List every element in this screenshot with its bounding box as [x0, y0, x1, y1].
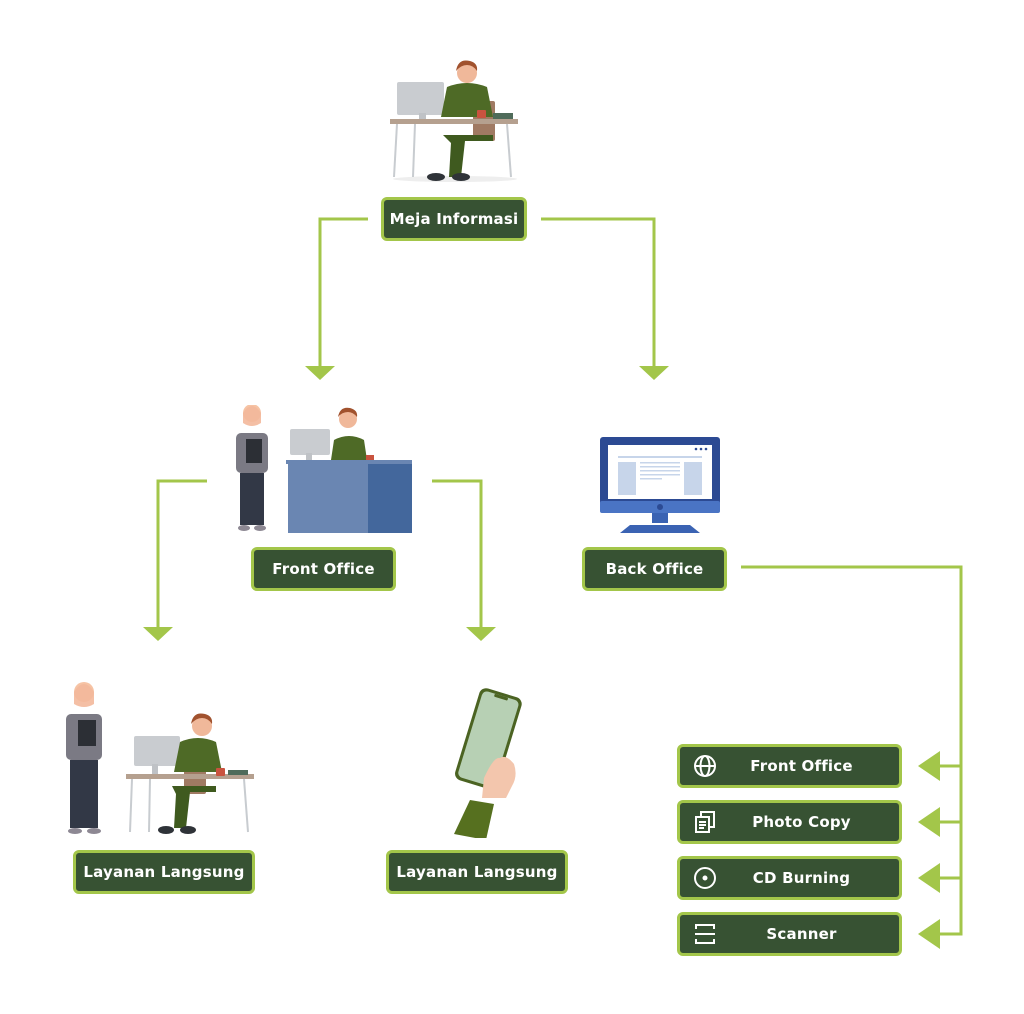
globe-icon: [692, 753, 718, 779]
node-label: Layanan Langsung: [396, 863, 558, 881]
disc-icon: [692, 865, 718, 891]
connector-front-office-direct: [156, 479, 207, 628]
arrow-left-icon: [918, 863, 940, 893]
arrow-left-icon: [918, 751, 940, 781]
connector-front-office-mobile: [432, 479, 483, 628]
layanan-langsung-direct-node[interactable]: Layanan Langsung: [73, 850, 255, 894]
node-label: Back Office: [605, 560, 704, 578]
arrow-down-icon: [466, 627, 496, 641]
layanan-langsung-mobile-node[interactable]: Layanan Langsung: [386, 850, 568, 894]
service-label: Front Office: [750, 757, 853, 775]
arrow-left-icon: [918, 807, 940, 837]
back-office-node[interactable]: Back Office: [582, 547, 727, 591]
direct-service-illustration: [66, 682, 254, 834]
connector-root-front-office: [318, 217, 368, 366]
service-label: Scanner: [766, 925, 837, 943]
service-front-office[interactable]: Front Office: [677, 744, 902, 788]
scanner-icon: [692, 921, 718, 947]
service-label: Photo Copy: [752, 813, 851, 831]
node-label: Meja Informasi: [389, 210, 519, 228]
connector-root-back-office: [541, 217, 656, 366]
service-photo-copy[interactable]: Photo Copy: [677, 800, 902, 844]
arrow-down-icon: [143, 627, 173, 641]
arrow-down-icon: [305, 366, 335, 380]
arrow-left-icon: [918, 919, 940, 949]
service-cd-burning[interactable]: CD Burning: [677, 856, 902, 900]
front-office-node[interactable]: Front Office: [251, 547, 396, 591]
node-label: Layanan Langsung: [83, 863, 245, 881]
smartphone-hand-illustration: [454, 688, 522, 838]
arrow-down-icon: [639, 366, 669, 380]
front-desk-illustration: [236, 405, 412, 533]
meja-informasi-node[interactable]: Meja Informasi: [381, 197, 527, 241]
service-label: CD Burning: [752, 869, 851, 887]
connector-back-office-services: [741, 565, 963, 936]
service-scanner[interactable]: Scanner: [677, 912, 902, 956]
monitor-illustration: [600, 437, 720, 533]
node-label: Front Office: [272, 560, 375, 578]
copy-documents-icon: [692, 809, 718, 835]
man-at-desk-illustration: [390, 60, 518, 182]
